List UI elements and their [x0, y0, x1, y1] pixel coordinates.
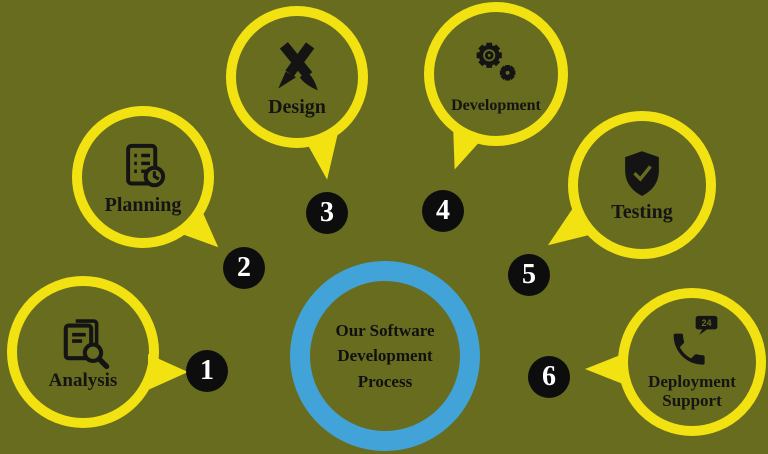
- stage-number-4: 4: [422, 190, 464, 232]
- phone-24-support-icon: 24: [673, 315, 718, 365]
- stage-bubble-deployment-support: 24 Deployment Support: [618, 288, 766, 436]
- pencil-brush-icon: [278, 41, 318, 91]
- stage-number-5: 5: [508, 254, 550, 296]
- stage-label-deployment-support: Deployment Support: [648, 372, 736, 410]
- stage-bubble-planning: Planning: [72, 106, 214, 248]
- stage-number-6: 6: [528, 356, 570, 398]
- stage-bubble-analysis: Analysis: [7, 276, 159, 428]
- center-ring: Our Software Development Process: [290, 261, 480, 451]
- stage-bubble-design: Design: [226, 6, 368, 148]
- badge-24-text: 24: [701, 318, 711, 328]
- stage-label-development: Development: [451, 96, 541, 114]
- stage-label-planning: Planning: [104, 193, 182, 216]
- gears-icon: [476, 42, 516, 81]
- document-search-icon: [63, 319, 110, 370]
- stage-label-testing: Testing: [611, 200, 673, 223]
- stage-bubble-testing: Testing: [568, 111, 716, 259]
- stage-bubble-development: Development: [424, 2, 568, 146]
- stage-number-2: 2: [223, 247, 265, 289]
- stage-number-3: 3: [306, 192, 348, 234]
- shield-check-icon: [625, 150, 659, 196]
- stage-number-1: 1: [186, 350, 228, 392]
- checklist-clock-icon: [126, 143, 166, 187]
- stage-label-analysis: Analysis: [48, 370, 118, 392]
- stage-label-design: Design: [268, 95, 326, 118]
- speech-bubble-24: [695, 315, 718, 330]
- diagram-title: Our Software Development Process: [335, 320, 435, 391]
